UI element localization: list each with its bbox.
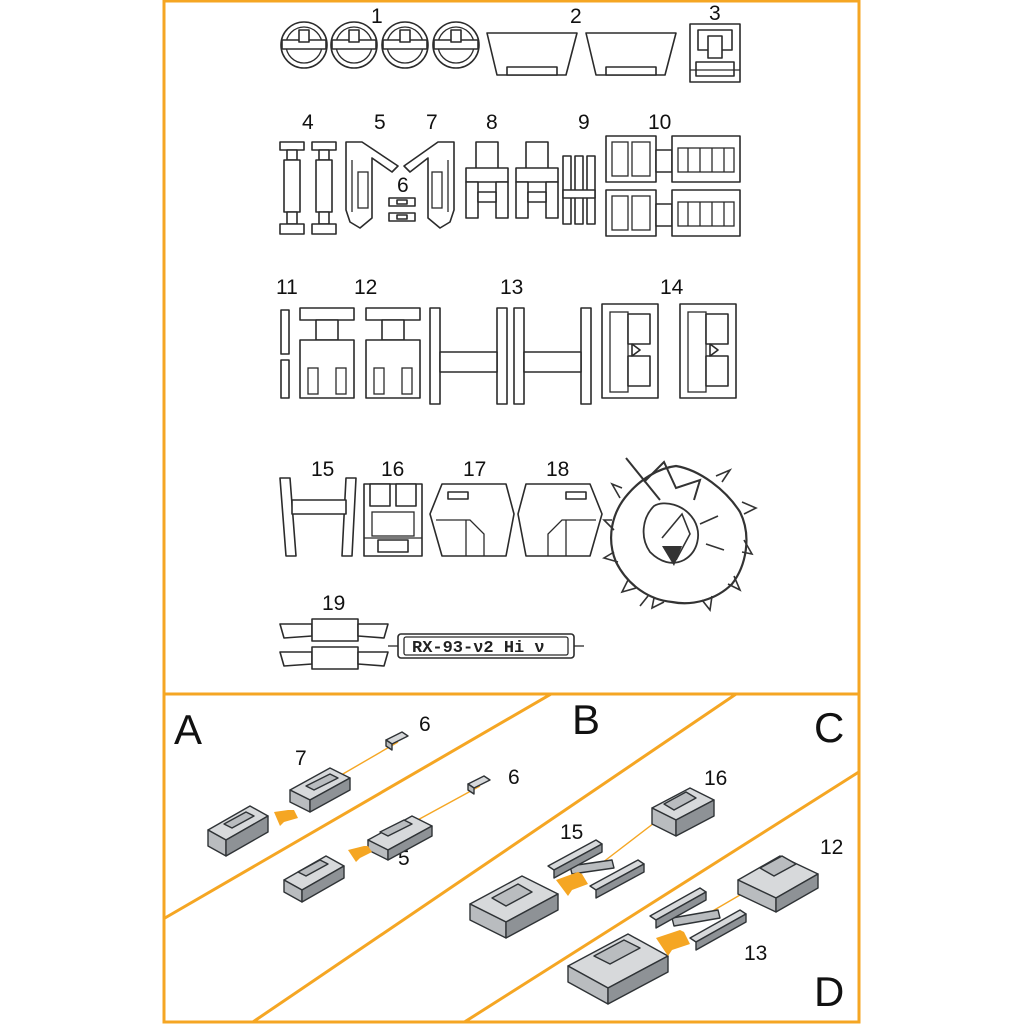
step-a-label-6a: 6 <box>419 713 431 736</box>
part-label-10: 10 <box>648 111 671 134</box>
step-a-arrow-right <box>348 846 372 862</box>
part-1-group: 1 <box>280 5 480 69</box>
part-6-pegs <box>388 197 416 222</box>
part-19-group: 19 <box>279 592 389 670</box>
part-9-clip <box>562 155 596 225</box>
part-label-14: 14 <box>660 276 684 299</box>
part-5-group: 5 <box>345 111 399 229</box>
part-10-group: 10 <box>605 111 741 237</box>
step-d-arrow <box>656 930 690 956</box>
part-9-group: 9 <box>562 111 596 225</box>
part-label-13: 13 <box>500 276 523 299</box>
part-11-group: 11 <box>276 276 298 399</box>
part-label-4: 4 <box>302 111 314 134</box>
part-4-pins <box>279 141 337 235</box>
part-label-9: 9 <box>578 111 590 134</box>
step-c-arrow <box>556 872 588 896</box>
part-11-strips <box>280 309 290 399</box>
step-a-part-7 <box>289 767 351 813</box>
part-6-group: 6 <box>388 174 416 222</box>
part-label-16: 16 <box>381 458 404 481</box>
part-8-brackets <box>465 141 559 219</box>
part-label-5: 5 <box>374 111 386 134</box>
part-18-group: 18 <box>517 458 603 557</box>
part-3-block <box>689 23 741 83</box>
step-d-assembled <box>567 933 669 1005</box>
part-15-group: 15 <box>279 458 357 557</box>
unicorn-head-emblem-icon <box>602 457 758 612</box>
step-c: C 16 15 <box>469 704 844 939</box>
part-label-2: 2 <box>570 5 582 28</box>
part-13-group: 13 <box>429 276 592 405</box>
part-16-block <box>363 483 423 557</box>
step-c-label-15: 15 <box>560 821 583 844</box>
step-c-part-16 <box>651 787 715 837</box>
step-d-part-12 <box>737 855 819 913</box>
part-1-discs <box>280 21 480 69</box>
part-label-1: 1 <box>371 5 383 28</box>
part-19-decals <box>279 618 389 670</box>
step-letter-a: A <box>174 706 202 753</box>
step-d-label-13: 13 <box>744 942 767 965</box>
part-label-18: 18 <box>546 458 569 481</box>
step-a-label-6b: 6 <box>508 766 520 789</box>
part-2-group: 2 <box>486 5 677 76</box>
nameplate-text: RX-93-ν2 Hi ν <box>412 639 545 658</box>
part-2-panels <box>486 32 677 76</box>
step-a-assembled-left <box>207 805 269 857</box>
step-b: B <box>572 696 600 743</box>
part-4-group: 4 <box>279 111 337 235</box>
part-8-group: 8 <box>465 111 559 219</box>
step-a: A 6 6 7 5 <box>174 706 520 903</box>
part-label-19: 19 <box>322 592 345 615</box>
part-12-blocks <box>299 307 421 399</box>
step-d-label-12: 12 <box>820 836 843 859</box>
part-12-group: 12 <box>299 276 421 399</box>
part-15-hbar <box>279 477 357 557</box>
step-a-label-7: 7 <box>295 747 307 770</box>
part-label-7: 7 <box>426 111 438 134</box>
part-7-group: 7 <box>403 111 455 229</box>
step-a-peg-6b <box>467 775 491 795</box>
step-letter-b: B <box>572 696 600 743</box>
step-a-part-5 <box>367 815 433 861</box>
step-d: D 12 13 <box>567 836 844 1015</box>
part-label-17: 17 <box>463 458 486 481</box>
step-d-part-13 <box>649 887 747 951</box>
part-label-8: 8 <box>486 111 498 134</box>
step-c-assembled <box>469 875 559 939</box>
step-a-assembled-right <box>283 855 345 903</box>
part-label-12: 12 <box>354 276 377 299</box>
part-label-3: 3 <box>709 2 721 25</box>
step-a-label-5: 5 <box>398 847 410 870</box>
frame <box>162 0 861 1024</box>
nameplate: RX-93-ν2 Hi ν <box>388 633 584 659</box>
part-7-frame <box>403 141 455 229</box>
part-14-clamps <box>601 303 737 399</box>
step-a-peg-6a <box>385 731 409 751</box>
part-18-armor <box>517 483 603 557</box>
part-13-hbars <box>429 307 592 405</box>
part-17-group: 17 <box>429 458 515 557</box>
part-label-6: 6 <box>397 174 409 197</box>
part-5-frame <box>345 141 399 229</box>
part-10-rails <box>605 135 741 237</box>
part-16-group: 16 <box>363 458 423 557</box>
step-c-label-16: 16 <box>704 767 727 790</box>
part-17-armor <box>429 483 515 557</box>
part-label-11: 11 <box>276 276 298 299</box>
assembly-panel: A 6 6 7 5 <box>165 695 858 1022</box>
step-a-arrow-left <box>274 810 298 826</box>
part-14-group: 14 <box>601 276 737 399</box>
step-letter-c: C <box>814 704 844 751</box>
part-3-group: 3 <box>689 2 741 83</box>
step-letter-d: D <box>814 968 844 1015</box>
part-label-15: 15 <box>311 458 334 481</box>
step-c-part-15 <box>547 839 645 899</box>
